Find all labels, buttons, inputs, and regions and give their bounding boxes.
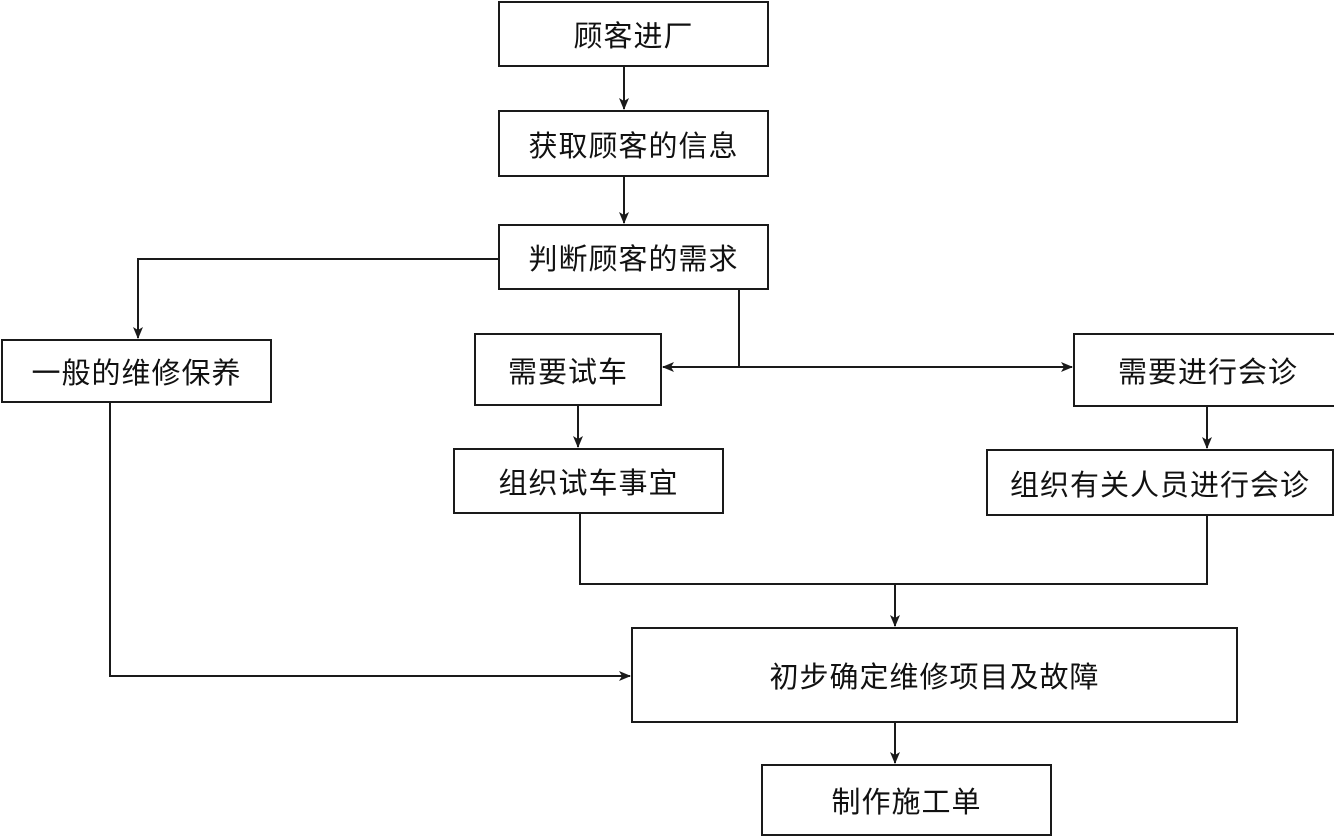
- node-need-consultation: 需要进行会诊: [1073, 333, 1334, 407]
- node-create-work-order-label: 制作施工单: [831, 785, 982, 819]
- connector-organize-merge: [579, 514, 1208, 585]
- node-judge-customer-needs: 判断顾客的需求: [498, 224, 769, 290]
- node-create-work-order: 制作施工单: [761, 764, 1052, 836]
- node-general-maintenance: 一般的维修保养: [1, 339, 272, 403]
- node-need-test-drive: 需要试车: [474, 333, 662, 406]
- node-need-test-drive-label: 需要试车: [507, 354, 628, 389]
- node-general-maintenance-label: 一般的维修保养: [31, 356, 242, 390]
- node-judge-customer-needs-label: 判断顾客的需求: [528, 242, 739, 276]
- node-determine-repair-items-label: 初步确定维修项目及故障: [769, 660, 1100, 694]
- node-determine-repair-items: 初步确定维修项目及故障: [631, 627, 1238, 723]
- node-customer-arrives-label: 顾客进厂: [573, 19, 694, 53]
- node-get-customer-info-label: 获取顾客的信息: [528, 128, 739, 163]
- arrow-judge-to-general: [133, 258, 498, 339]
- node-organize-test-drive-label: 组织试车事宜: [498, 466, 679, 500]
- node-organize-consultation-label: 组织有关人员进行会诊: [1009, 467, 1310, 502]
- node-organize-test-drive: 组织试车事宜: [453, 448, 724, 514]
- node-customer-arrives: 顾客进厂: [498, 1, 769, 67]
- node-organize-consultation: 组织有关人员进行会诊: [986, 449, 1334, 516]
- node-need-consultation-label: 需要进行会诊: [1117, 355, 1298, 389]
- arrow-general-to-determine: [109, 403, 631, 681]
- node-get-customer-info: 获取顾客的信息: [498, 110, 769, 177]
